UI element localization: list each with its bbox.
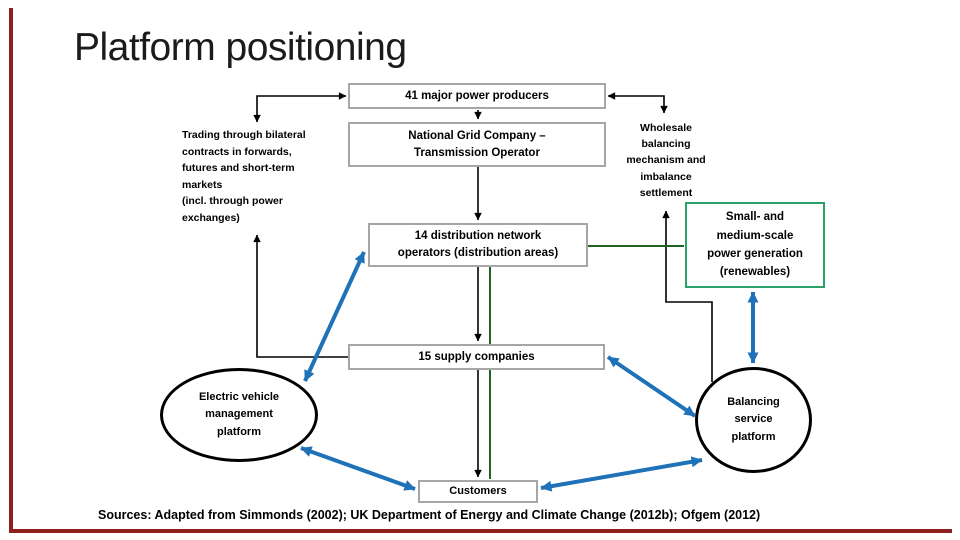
page-title: Platform positioning (74, 26, 407, 69)
connector-producers-wholesale (607, 92, 668, 114)
connector-producers-trading (253, 92, 347, 123)
sources-text: Sources: Adapted from Simmonds (2002); U… (98, 508, 761, 522)
node-major-power-producers: 41 major power producers (348, 83, 606, 109)
arrow-customers-balancing (540, 456, 703, 492)
slide-border-left (9, 8, 13, 533)
node-balancing-service-platform: Balancing service platform (695, 367, 812, 473)
node-ev-management-platform: Electric vehicle management platform (160, 368, 318, 462)
arrow-supply-balancing (606, 355, 697, 418)
note-bilateral-trading: Trading through bilateral contracts in f… (182, 129, 306, 224)
arrow-ev-customers (300, 446, 416, 491)
note-wholesale-balancing: Wholesale balancing mechanism and imbala… (626, 122, 706, 199)
connector-supply-trading (253, 234, 348, 358)
node-small-medium-generation: Small- and medium-scale power generation… (685, 202, 825, 288)
slide-border-bottom (9, 529, 952, 533)
node-national-grid-company: National Grid Company – Transmission Ope… (348, 122, 606, 167)
node-distribution-network-operators: 14 distribution network operators (distr… (368, 223, 588, 267)
node-customers: Customers (418, 480, 538, 503)
node-supply-companies: 15 supply companies (348, 344, 605, 370)
